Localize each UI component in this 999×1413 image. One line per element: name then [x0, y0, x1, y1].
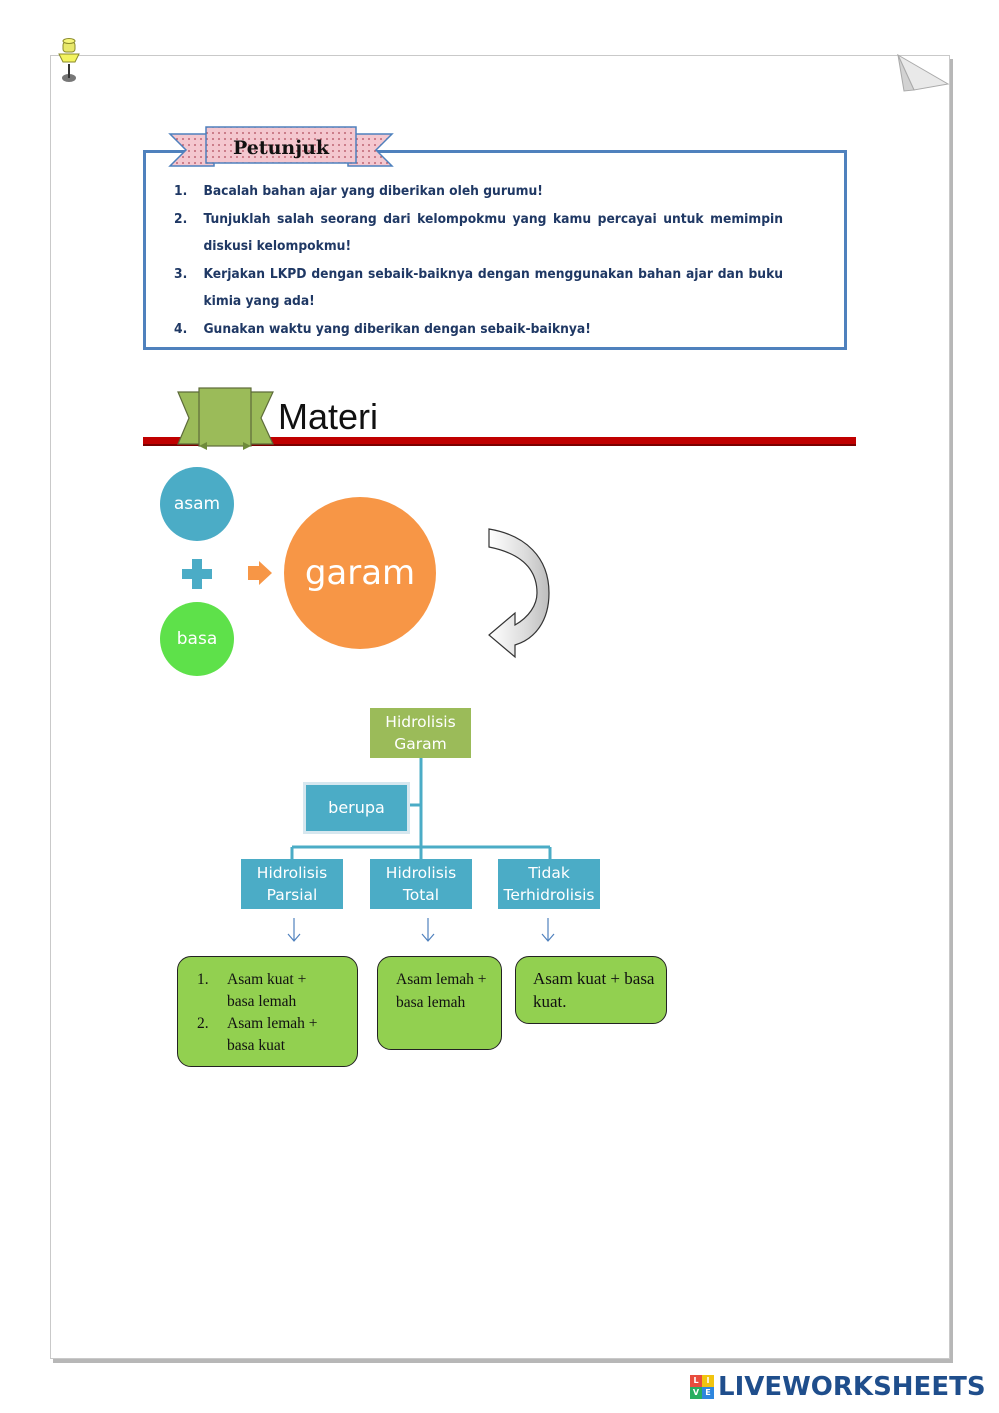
logo-letter: V [690, 1387, 702, 1399]
list-item: 2. Tunjuklah salah seorang dari kelompokm… [174, 206, 783, 261]
answer-box-partial: 1. Asam kuat + basa lemah 2. Asam lemah + … [177, 956, 358, 1067]
list-item: 1. Asam kuat + basa lemah [197, 969, 337, 1013]
arrow-right-icon [248, 561, 272, 585]
base-circle: basa [160, 602, 234, 676]
instructions-box [143, 150, 847, 350]
item-text: Kerjakan LKPD dengan sebaik-baiknya deng… [203, 266, 784, 310]
answer-box-none: Asam kuat + basa kuat. [515, 956, 667, 1024]
page-curl-icon [896, 54, 950, 92]
salt-circle: garam [284, 497, 436, 649]
worksheet-page [50, 55, 950, 1359]
chart-node-partial: Hidrolisis Parsial [241, 859, 343, 909]
chart-node-total: Hidrolisis Total [370, 859, 472, 909]
acid-circle: asam [160, 467, 234, 541]
list-item: 4. Gunakan waktu yang diberikan dengan se… [174, 316, 783, 344]
green-banner-icon [177, 387, 274, 450]
item-number: 1. [197, 971, 209, 988]
answer-box-total: Asam lemah + basa lemah [377, 956, 502, 1050]
item-text: Tunjuklah salah seorang dari kelompokmu … [203, 211, 784, 255]
curved-arrow-icon [488, 528, 550, 659]
item-number: 2. [174, 211, 188, 227]
chart-assistant-node: berupa [303, 782, 410, 834]
logo-letter: I [702, 1375, 714, 1387]
chart-root-node: Hidrolisis Garam [370, 708, 471, 758]
brand-logo-icon: L I V E [690, 1375, 714, 1399]
item-text: Bacalah bahan ajar yang diberikan oleh g… [203, 184, 543, 199]
ribbon-banner-icon [168, 126, 394, 167]
brand-name: LIVEWORKSHEETS [718, 1372, 986, 1402]
list-item: 2. Asam lemah + basa kuat [197, 1013, 337, 1057]
item-number: 3. [174, 266, 188, 282]
item-number: 1. [174, 184, 188, 199]
pushpin-icon [58, 38, 80, 82]
logo-letter: L [690, 1375, 702, 1387]
section-divider [143, 437, 856, 446]
answer-text: Asam kuat + basa kuat. [533, 969, 655, 1011]
item-text: Gunakan waktu yang diberikan dengan seba… [203, 321, 591, 337]
item-text: Asam kuat + basa lemah [227, 971, 307, 1010]
item-number: 4. [174, 321, 188, 337]
logo-letter: E [702, 1387, 714, 1399]
item-text: Asam lemah + basa kuat [227, 1015, 318, 1054]
item-number: 2. [197, 1015, 209, 1032]
chart-node-none: Tidak Terhidrolisis [498, 859, 600, 909]
answer-list: 1. Asam kuat + basa lemah 2. Asam lemah + … [197, 969, 337, 1057]
plus-icon [182, 559, 212, 589]
instructions-title: Petunjuk [232, 137, 330, 159]
section-title: Materi [278, 396, 379, 437]
liveworksheets-logo: L I V E LIVEWORKSHEETS [690, 1372, 986, 1402]
list-item: 3. Kerjakan LKPD dengan sebaik-baiknya de… [174, 261, 783, 316]
instructions-list: 1. Bacalah bahan ajar yang diberikan oleh… [174, 178, 783, 343]
answer-text: Asam lemah + basa lemah [396, 971, 487, 1011]
list-item: 1. Bacalah bahan ajar yang diberikan oleh… [174, 178, 783, 206]
